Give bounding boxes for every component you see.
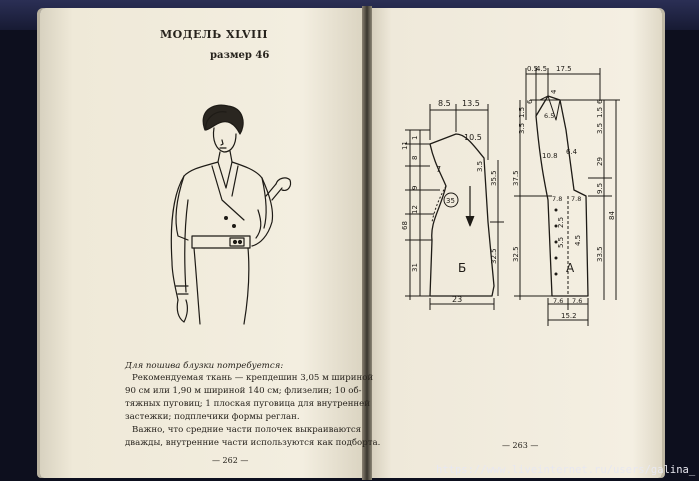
front-top-dim-1: 6 bbox=[526, 99, 534, 104]
front-inner-5: 2.5 bbox=[557, 217, 565, 228]
front-left-dim-2: 32.5 bbox=[512, 246, 520, 262]
right-page-number: — 263 — bbox=[502, 441, 539, 450]
front-top-w2: 4.5 bbox=[536, 65, 547, 73]
front-left-top-2: 3.5 bbox=[518, 123, 526, 134]
front-inner-2: 6.4 bbox=[566, 148, 578, 156]
back-left-dim-1: 1 bbox=[411, 136, 419, 140]
front-bottom-3: 15.2 bbox=[561, 312, 577, 320]
front-piece-outline bbox=[535, 95, 589, 297]
back-label-mid: 7 bbox=[436, 165, 441, 174]
back-label-bottom: 23 bbox=[452, 295, 462, 304]
front-right-dim-4: 33.5 bbox=[596, 246, 604, 262]
back-label-w2: 13.5 bbox=[462, 99, 480, 108]
front-inner-6: 5.5 bbox=[557, 237, 565, 248]
back-left-dim-2: 8 bbox=[411, 156, 419, 160]
front-right-dim-2: 9.5 bbox=[596, 183, 604, 194]
front-right-top-1: 1.5 bbox=[596, 107, 604, 118]
back-left-dim-4: 9 bbox=[411, 186, 419, 190]
back-label-circle: 35 bbox=[446, 197, 455, 205]
book-spine bbox=[362, 6, 372, 480]
front-top-small: 6.5 bbox=[544, 112, 554, 120]
model-size: размер 46 bbox=[210, 50, 270, 61]
back-left-dim-5: 12 bbox=[411, 205, 419, 214]
back-left-dim-7: 31 bbox=[411, 263, 419, 272]
front-right-dim-1: 29 bbox=[596, 157, 604, 166]
back-right-dim-3: 32.5 bbox=[490, 248, 498, 264]
model-title: МОДЕЛЬ XLVIII bbox=[160, 28, 268, 41]
front-inner-1: 10.8 bbox=[542, 152, 558, 160]
back-right-dim-2: 35.5 bbox=[490, 170, 498, 186]
materials-line-3: тяжных пуговиц; 1 плоская пуговица для в… bbox=[125, 399, 370, 409]
back-label-w1: 8.5 bbox=[438, 99, 451, 108]
back-piece-outline bbox=[429, 133, 495, 297]
right-page bbox=[368, 8, 662, 478]
front-left-dim-1: 37.5 bbox=[512, 170, 520, 186]
front-inner-3: 7.8 bbox=[552, 195, 562, 203]
front-inner-7: 4.5 bbox=[574, 235, 582, 246]
back-label-shoulder: 10.5 bbox=[464, 133, 482, 142]
front-bottom-1: 7.6 bbox=[553, 297, 563, 305]
front-top-dim-3: 6 bbox=[596, 99, 604, 104]
front-bottom-2: 7.6 bbox=[572, 297, 582, 305]
front-top-w1: 0.5 bbox=[527, 65, 538, 73]
front-right-top-2: 3.5 bbox=[596, 123, 604, 134]
left-page-number: — 262 — bbox=[212, 456, 249, 465]
back-left-dim-6: 68 bbox=[401, 221, 409, 230]
back-left-dim-3: 11 bbox=[401, 141, 409, 150]
materials-line-4: застежки; подплечики формы реглан. bbox=[125, 412, 300, 422]
front-letter: А bbox=[566, 261, 575, 275]
materials-line-5: Важно, что средние части полочек выкраив… bbox=[132, 425, 362, 435]
front-top-dim-2: 4 bbox=[550, 89, 558, 94]
materials-line-2: 90 см или 1,90 м шириной 140 см; флизели… bbox=[125, 386, 362, 396]
front-top-w3: 17.5 bbox=[556, 65, 572, 73]
materials-heading: Для пошива блузки потребуется: bbox=[125, 361, 284, 371]
back-right-dim-1: 3.5 bbox=[476, 161, 484, 172]
watermark-url: https://www.liveinternet.ru/users/galina… bbox=[436, 464, 696, 476]
front-right-dim-3: 84 bbox=[608, 211, 616, 220]
left-page bbox=[40, 8, 368, 478]
back-letter: Б bbox=[458, 261, 466, 275]
front-left-top-1: 1.5 bbox=[518, 107, 526, 118]
front-inner-4: 7.8 bbox=[571, 195, 581, 203]
materials-line-1: Рекомендуемая ткань — крепдешин 3,05 м ш… bbox=[132, 373, 374, 383]
materials-line-6: дважды, внутренние части используются ка… bbox=[125, 438, 381, 448]
